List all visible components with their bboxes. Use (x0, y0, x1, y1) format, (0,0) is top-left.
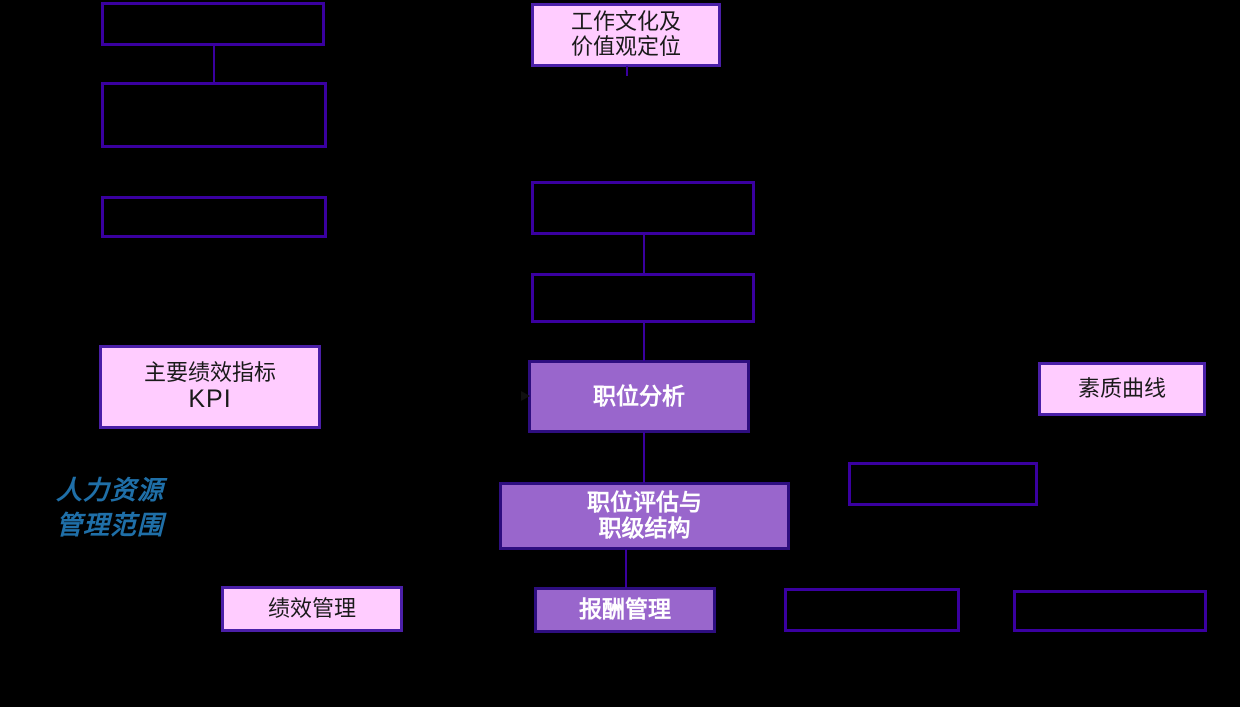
connector-mid-1-to-2 (643, 234, 645, 274)
competency-curve-box[interactable]: 素质曲线 (1038, 362, 1206, 416)
connector-analysis-to-eval (643, 432, 645, 483)
performance-management-label: 绩效管理 (267, 595, 356, 621)
hr-scope-label-line2: 管理范围 (56, 511, 165, 540)
connector-culture-down (626, 66, 628, 76)
connector-mid-2-to-analysis (643, 322, 645, 361)
compensation-management-label: 报酬管理 (579, 597, 671, 623)
empty-box-left-1[interactable] (101, 2, 325, 46)
compensation-management-box[interactable]: 报酬管理 (534, 587, 716, 633)
kpi-box-sublabel: KPI (188, 385, 232, 414)
job-evaluation-grade-box[interactable]: 职位评估与 职级结构 (499, 482, 790, 550)
empty-box-right-3[interactable] (1013, 590, 1207, 632)
hr-scope-label-content: 人力资源 管理范围 (56, 473, 296, 543)
empty-box-right-1[interactable] (848, 462, 1038, 506)
job-analysis-box[interactable]: 职位分析 (528, 360, 750, 433)
work-culture-values-box[interactable]: 工作文化及 价值观定位 (531, 3, 721, 67)
empty-box-mid-2[interactable] (531, 273, 755, 323)
job-evaluation-grade-label: 职位评估与 职级结构 (587, 490, 702, 541)
competency-curve-label: 素质曲线 (1077, 375, 1166, 401)
hr-scope-label: 人力资源 管理范围 (56, 470, 296, 546)
empty-box-mid-1[interactable] (531, 181, 755, 235)
kpi-box-content: 主要绩效指标 KPI (102, 359, 318, 414)
job-analysis-label: 职位分析 (593, 383, 685, 409)
performance-management-box[interactable]: 绩效管理 (221, 586, 403, 632)
job-analysis-arrow-icon (521, 391, 530, 401)
empty-box-left-3[interactable] (101, 196, 327, 238)
connector-left-1-to-2 (213, 45, 215, 83)
hr-scope-label-line1: 人力资源 (56, 475, 165, 505)
kpi-box-label: 主要绩效指标 (143, 359, 276, 385)
kpi-box[interactable]: 主要绩效指标 KPI (99, 345, 321, 429)
work-culture-values-label: 工作文化及 价值观定位 (570, 9, 681, 59)
empty-box-left-2[interactable] (101, 82, 327, 148)
empty-box-right-2[interactable] (784, 588, 960, 632)
connector-eval-to-comp (625, 549, 627, 588)
